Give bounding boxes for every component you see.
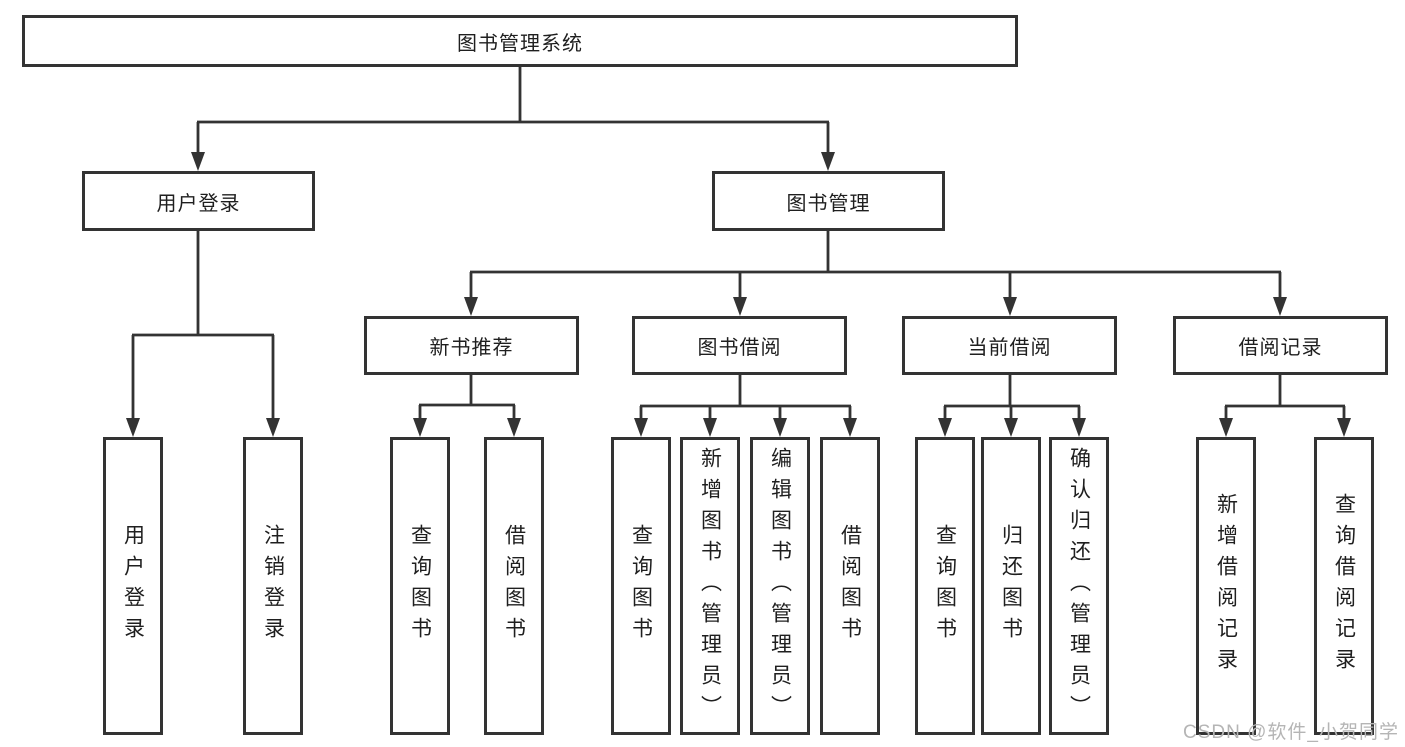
- node-query-borrow-record: 查询借阅记录: [1314, 437, 1374, 735]
- node-borrow-books-recommend: 借阅图书: [484, 437, 544, 735]
- node-label: 查询图书: [629, 524, 653, 648]
- edge-newbook-to-leaves: [418, 374, 516, 424]
- node-query-books-current: 查询图书: [915, 437, 975, 735]
- node-label: 查询借阅记录: [1332, 493, 1356, 679]
- node-book-borrow: 图书借阅: [632, 316, 847, 375]
- edge-currentborrow-to-leaves: [943, 374, 1081, 424]
- node-label: 查询图书: [933, 524, 957, 648]
- node-new-book-recommend: 新书推荐: [364, 316, 579, 375]
- node-label: 新书推荐: [429, 337, 514, 359]
- csdn-watermark: CSDN @软件_小贺同学: [1183, 722, 1399, 743]
- node-label: 新增借阅记录: [1214, 493, 1238, 679]
- edge-userlogin-to-leaves: [131, 231, 275, 424]
- node-label: 图书借阅: [697, 337, 782, 359]
- node-label: 图书管理: [786, 192, 871, 215]
- node-book-management-branch: 图书管理: [712, 171, 945, 231]
- node-confirm-return-admin: 确认归还（管理员）: [1049, 437, 1109, 735]
- node-label: 用户登录: [156, 192, 241, 215]
- node-user-login-branch: 用户登录: [82, 171, 315, 231]
- edge-records-to-leaves: [1224, 374, 1346, 424]
- node-label: 归还图书: [999, 524, 1023, 648]
- edge-root-to-level1: [196, 65, 830, 158]
- node-current-borrow: 当前借阅: [902, 316, 1117, 375]
- node-root-label: 图书管理系统: [457, 32, 583, 55]
- node-add-borrow-record: 新增借阅记录: [1196, 437, 1256, 735]
- edge-bookborrow-to-leaves: [639, 374, 852, 424]
- node-borrow-records: 借阅记录: [1173, 316, 1388, 375]
- node-label: 注销登录: [261, 524, 285, 648]
- node-query-books-recommend: 查询图书: [390, 437, 450, 735]
- node-add-book-admin: 新增图书（管理员）: [680, 437, 740, 735]
- node-label: 借阅图书: [502, 524, 526, 648]
- node-label: 编辑图书（管理员）: [768, 446, 792, 726]
- node-logout-leaf: 注销登录: [243, 437, 303, 735]
- node-borrow-books-leaf: 借阅图书: [820, 437, 880, 735]
- node-query-books-borrow: 查询图书: [611, 437, 671, 735]
- node-label: 借阅记录: [1238, 337, 1323, 359]
- node-label: 新增图书（管理员）: [698, 446, 722, 726]
- edge-bookmgmt-to-level2: [469, 231, 1282, 303]
- node-label: 查询图书: [408, 524, 432, 648]
- node-label: 确认归还（管理员）: [1067, 446, 1091, 726]
- node-label: 当前借阅: [967, 337, 1052, 359]
- node-return-book: 归还图书: [981, 437, 1041, 735]
- node-root: 图书管理系统: [22, 15, 1018, 67]
- node-edit-book-admin: 编辑图书（管理员）: [750, 437, 810, 735]
- node-login-leaf: 用户登录: [103, 437, 163, 735]
- node-label: 借阅图书: [838, 524, 862, 648]
- node-label: 用户登录: [121, 524, 145, 648]
